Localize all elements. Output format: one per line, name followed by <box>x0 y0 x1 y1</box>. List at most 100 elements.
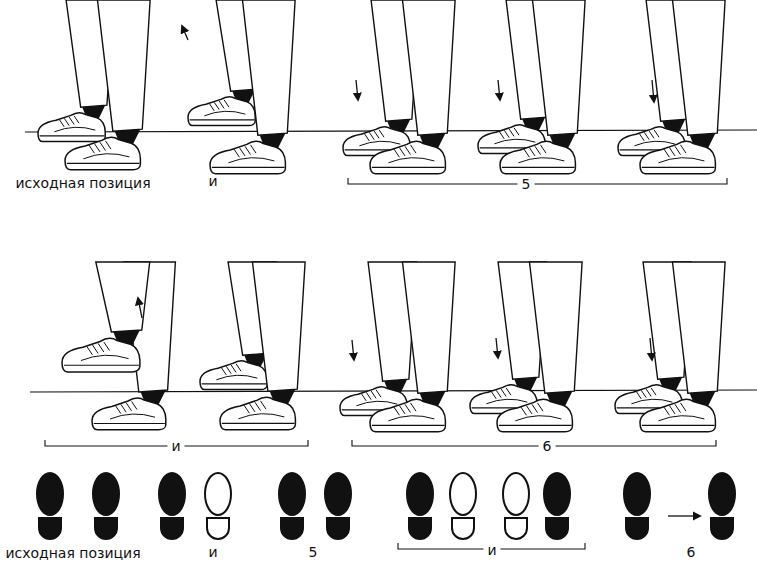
sneaker <box>640 399 715 431</box>
count-label: 6 <box>683 544 700 560</box>
footprint-sole <box>93 473 119 515</box>
sneaker <box>220 397 295 429</box>
lace <box>250 145 256 153</box>
sole-line <box>40 135 105 136</box>
lace <box>231 365 236 372</box>
motion-arrow <box>650 338 652 360</box>
sole-line <box>64 365 139 366</box>
pant-leg <box>252 262 305 391</box>
lace <box>92 345 98 354</box>
footprint-heel <box>546 518 568 539</box>
lace <box>105 141 111 149</box>
footprint-sole <box>325 473 351 515</box>
count-label: исходная позиция <box>1 545 144 561</box>
lace <box>501 389 506 396</box>
sole-line <box>67 163 140 164</box>
motion-arrow <box>498 80 500 100</box>
lace <box>249 404 255 412</box>
lace <box>399 148 405 156</box>
pant-leg <box>402 262 455 393</box>
lace <box>74 116 79 123</box>
footprint-weighted <box>709 473 735 539</box>
motion-arrow <box>668 515 700 516</box>
lace <box>236 364 241 371</box>
lace <box>260 401 266 409</box>
lace <box>379 130 384 137</box>
lace <box>644 132 649 139</box>
lace <box>410 403 416 411</box>
side-stripe <box>54 127 95 132</box>
motion-arrow <box>652 80 654 102</box>
lace <box>394 407 400 415</box>
footprint-heel <box>281 518 303 539</box>
lace <box>680 403 686 411</box>
sole-line <box>94 423 165 424</box>
side-stripe <box>631 399 672 404</box>
motion-arrow <box>496 338 498 358</box>
lace <box>506 388 511 395</box>
footprint-heel <box>327 518 349 539</box>
sneaker <box>188 97 255 126</box>
lace <box>521 407 527 415</box>
lace <box>669 406 675 414</box>
lace <box>64 118 69 125</box>
leg-with-sneaker <box>62 262 150 372</box>
footprint-heel <box>95 518 117 539</box>
sneaker <box>210 141 285 173</box>
sneaker <box>200 361 267 390</box>
side-stripe <box>110 414 155 419</box>
lace <box>121 404 126 412</box>
side-stripe <box>658 416 704 421</box>
side-stripe <box>388 158 434 163</box>
side-stripe <box>515 416 561 421</box>
sneaker <box>92 398 166 430</box>
count-bracket <box>352 440 716 446</box>
count-label: и <box>204 544 221 560</box>
footprint-sole <box>450 473 476 515</box>
side-stripe <box>238 414 284 419</box>
footprint-weighted <box>159 473 185 539</box>
lace <box>94 144 100 152</box>
footprint-sole <box>544 473 570 515</box>
sneaker <box>370 399 445 431</box>
side-stripe <box>216 375 257 380</box>
side-stripe <box>486 399 527 404</box>
sole-line <box>190 119 255 120</box>
pant-leg <box>96 262 150 332</box>
count-bracket <box>348 178 727 184</box>
footprint-weighted <box>37 473 63 539</box>
lace <box>374 131 379 138</box>
lace <box>376 390 381 397</box>
side-stripe <box>388 416 434 421</box>
leg-with-sneaker <box>220 262 305 430</box>
lace <box>219 101 224 108</box>
side-stripe <box>359 141 400 146</box>
lace <box>524 149 530 157</box>
sneaker <box>615 385 682 414</box>
side-stripe <box>83 154 129 159</box>
sneaker <box>500 141 575 173</box>
count-label: 5 <box>305 544 322 560</box>
pant-leg <box>402 0 455 135</box>
footprint-free <box>205 473 231 539</box>
motion-arrow <box>352 340 354 360</box>
footprint-heel <box>39 518 61 539</box>
lace <box>255 402 261 410</box>
footprint-free <box>450 473 476 539</box>
footprint-weighted <box>624 473 650 539</box>
sneaker <box>640 141 715 173</box>
lace <box>126 403 131 411</box>
lace <box>675 146 681 154</box>
count-label: и <box>167 438 184 454</box>
lace <box>654 130 659 137</box>
lace <box>364 134 369 141</box>
motion-arrow <box>356 80 358 100</box>
lace <box>104 342 110 351</box>
lace <box>59 120 64 127</box>
lace <box>209 104 214 111</box>
lace <box>366 392 371 399</box>
sneaker <box>65 137 140 169</box>
lace <box>499 132 504 139</box>
lace <box>221 368 226 375</box>
lace <box>245 146 251 154</box>
